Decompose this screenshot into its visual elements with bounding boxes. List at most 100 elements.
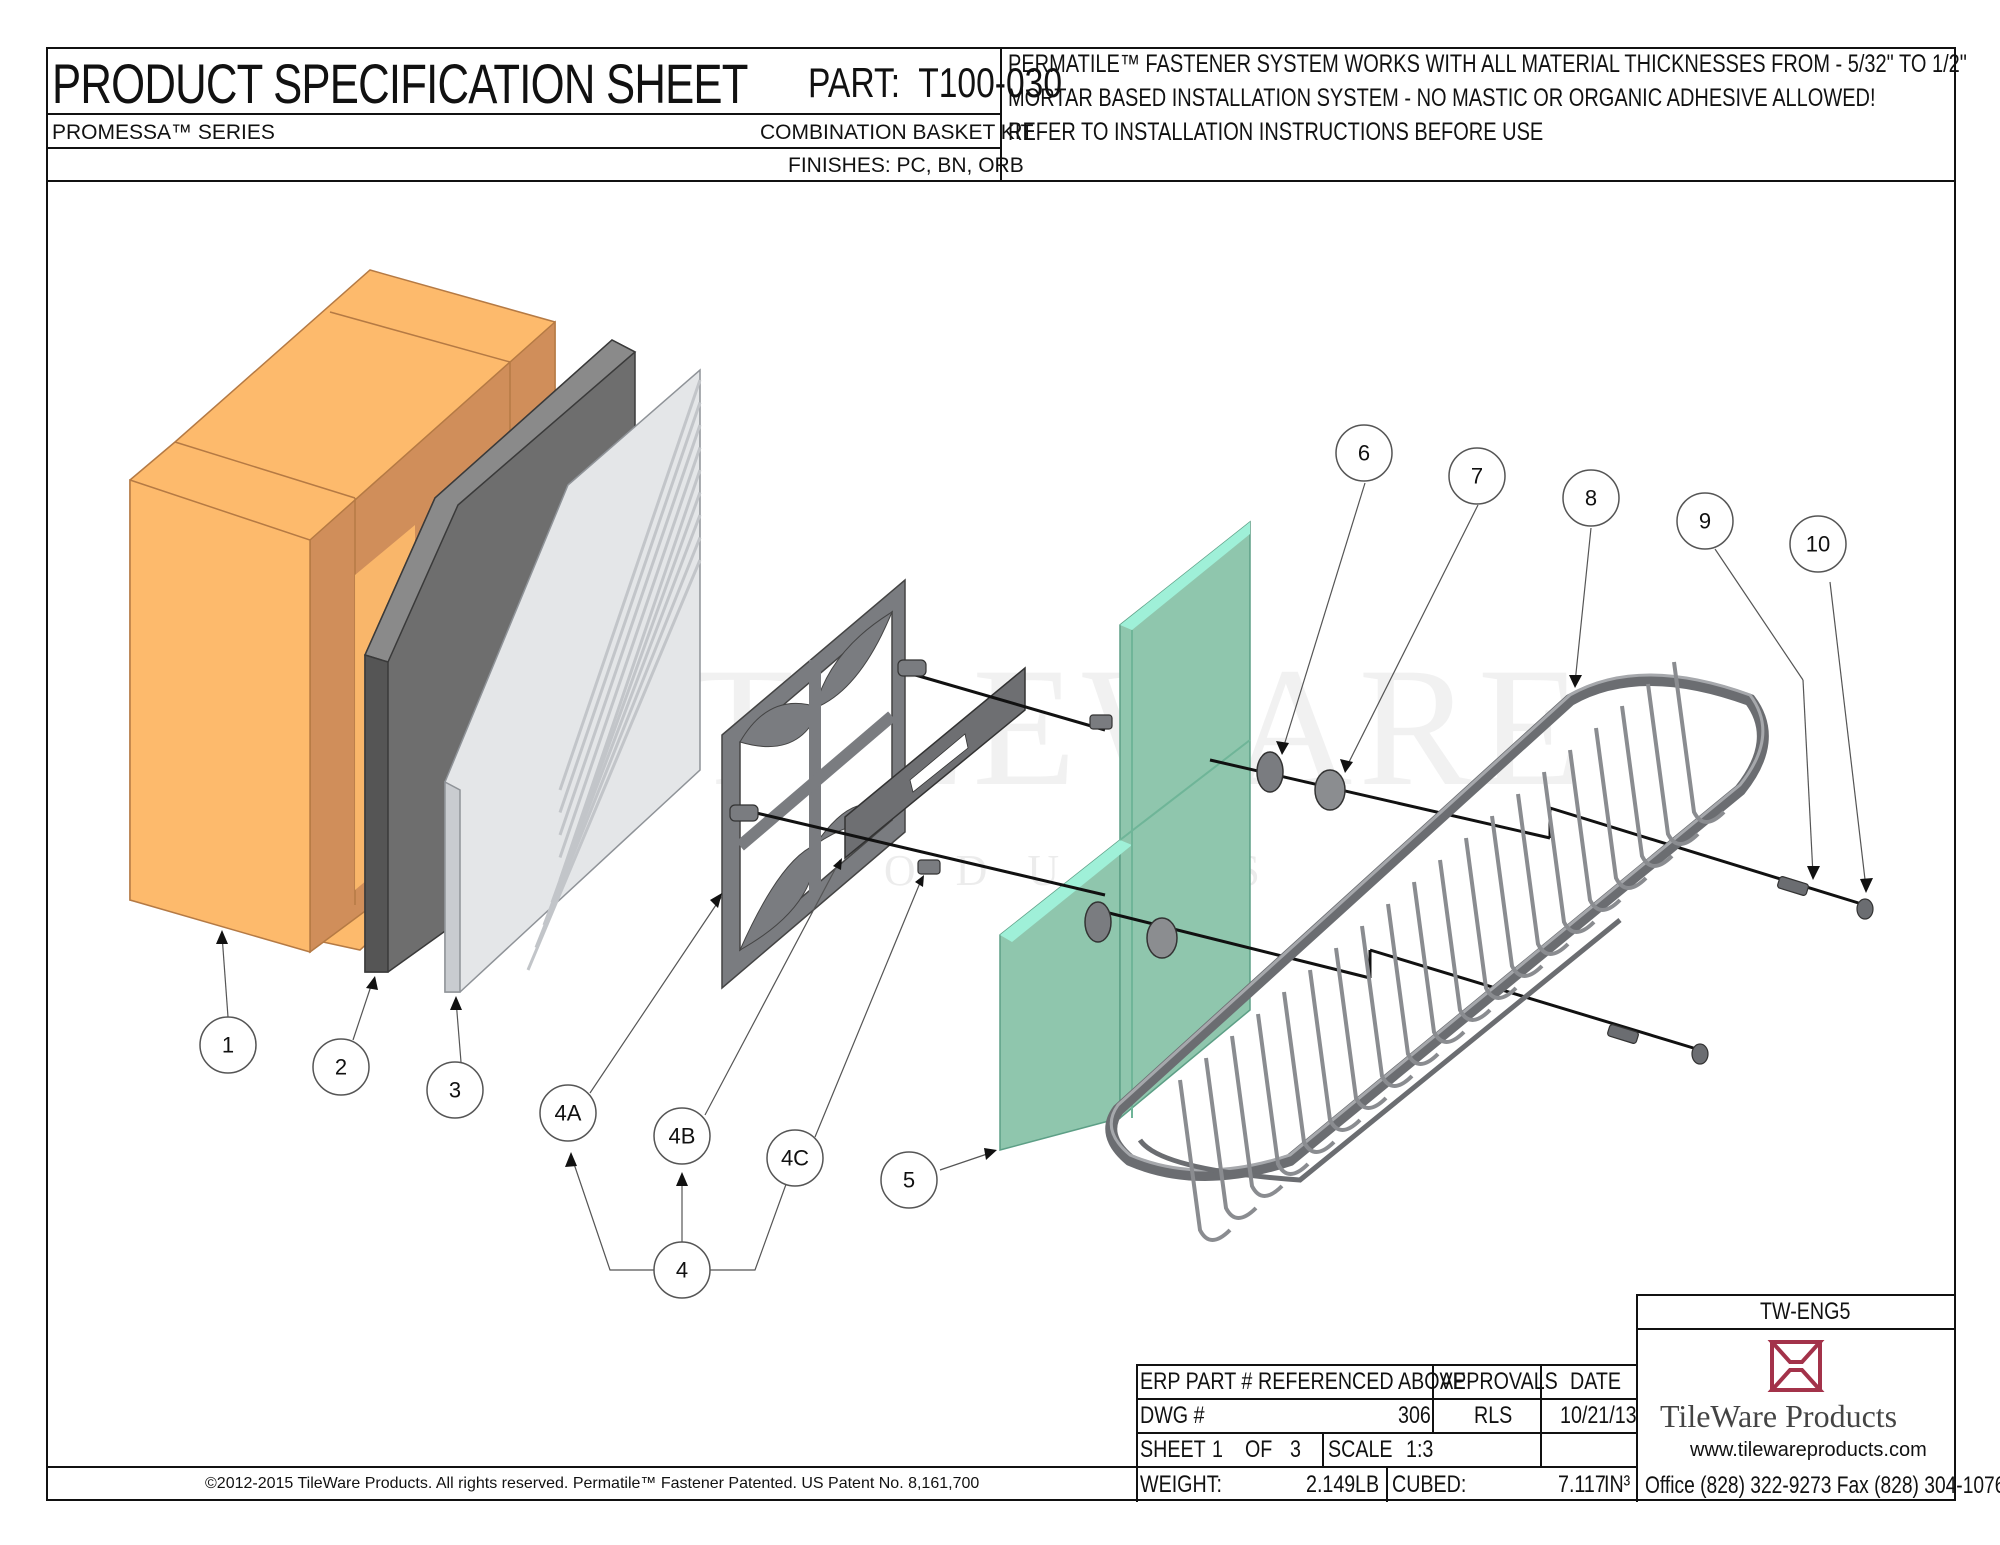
membrane-rib xyxy=(534,536,702,949)
membrane-rib xyxy=(558,424,702,836)
product-name: COMBINATION BASKET KIT xyxy=(760,121,1034,144)
part-9-screw xyxy=(1607,876,1809,1044)
membrane-rib xyxy=(558,447,702,858)
basket-wire xyxy=(1334,947,1388,1110)
company-contact: Office (828) 322-9273 Fax (828) 304-1076 xyxy=(1645,1472,2000,1499)
cubed-value: 7.117 xyxy=(1558,1471,1606,1498)
basket-wire xyxy=(1308,969,1362,1132)
erp-label: ERP PART # xyxy=(1140,1368,1253,1395)
series-name: PROMESSA™ SERIES xyxy=(52,121,275,144)
callout-8: 8 xyxy=(1562,469,1620,527)
callout-2: 2 xyxy=(312,1038,370,1096)
svg-text:1: 1 xyxy=(222,1033,234,1058)
callout-leaders xyxy=(221,482,1867,1271)
table-col-rule-3 xyxy=(1322,1432,1324,1468)
basket-wire xyxy=(1516,793,1570,956)
part-4c-studs xyxy=(729,659,1113,875)
svg-text:3: 3 xyxy=(449,1078,461,1103)
finishes: FINISHES: PC, BN, ORB xyxy=(788,154,1024,177)
svg-text:4B: 4B xyxy=(669,1124,696,1149)
sheet-label: SHEET xyxy=(1140,1436,1206,1463)
basket-wire xyxy=(1178,1079,1232,1242)
weight-label: WEIGHT: xyxy=(1140,1471,1222,1498)
membrane-rib xyxy=(526,559,702,971)
date-label: DATE xyxy=(1570,1368,1622,1395)
svg-text:8: 8 xyxy=(1585,486,1597,511)
callout-1: 1 xyxy=(199,1016,257,1074)
membrane-ribs xyxy=(526,379,702,971)
basket-wire xyxy=(1438,859,1492,1022)
callout-5: 5 xyxy=(880,1151,938,1209)
erp-value: REFERENCED ABOVE xyxy=(1258,1368,1466,1395)
callout-bubbles: 1 2 3 4A 4B 4C 4 5 6 7 8 9 10 xyxy=(199,424,1847,1299)
basket-wire xyxy=(1230,1035,1284,1198)
membrane-rib xyxy=(558,402,702,813)
part-10-cap xyxy=(1691,898,1874,1065)
part-7-nut xyxy=(1146,769,1346,959)
basket-wire xyxy=(1386,903,1440,1066)
company-url: www.tilewareproducts.com xyxy=(1690,1439,1927,1461)
table-col-rule-2 xyxy=(1540,1364,1542,1468)
basket-wire xyxy=(1464,837,1518,1000)
table-col-rule-1 xyxy=(1432,1364,1434,1434)
basket-wire xyxy=(1568,749,1622,912)
part-5-glass-tile xyxy=(999,520,1251,1151)
basket-wire xyxy=(1620,705,1674,868)
callout-6: 6 xyxy=(1335,424,1393,482)
note-1: PERMATILE™ FASTENER SYSTEM WORKS WITH AL… xyxy=(1008,50,1967,78)
part-value: T100-030 xyxy=(918,59,1063,106)
table-row-rule-2 xyxy=(1136,1432,1636,1434)
table-row-rule-1 xyxy=(1136,1398,1636,1400)
table-top-rule xyxy=(1136,1364,1636,1366)
basket-wire xyxy=(1282,991,1336,1154)
basket-wire xyxy=(1360,925,1414,1088)
svg-text:4: 4 xyxy=(676,1258,688,1283)
part-3-membrane xyxy=(444,368,701,993)
header-rule-2 xyxy=(46,147,1000,149)
basket-wire xyxy=(1256,1013,1310,1176)
membrane-rib xyxy=(550,491,702,904)
note-2: MORTAR BASED INSTALLATION SYSTEM - NO MA… xyxy=(1008,84,1876,112)
cubed-unit: IN³ xyxy=(1604,1471,1631,1498)
basket-wire xyxy=(1412,881,1466,1044)
note-3: REFER TO INSTALLATION INSTRUCTIONS BEFOR… xyxy=(1008,118,1544,146)
svg-text:2: 2 xyxy=(335,1055,347,1080)
membrane-rib xyxy=(542,514,702,926)
part-number: PART: T100-030 xyxy=(808,62,1062,104)
part-label: PART: xyxy=(808,59,901,106)
header-bottom-rule xyxy=(46,180,1956,182)
callout-7: 7 xyxy=(1448,447,1506,505)
doc-code: TW-ENG5 xyxy=(1760,1298,1851,1325)
membrane-rib xyxy=(558,379,702,791)
part-8-wire-basket xyxy=(1105,673,1769,1183)
svg-text:5: 5 xyxy=(903,1168,915,1193)
title-block-left-edge xyxy=(1636,1294,1638,1502)
doc-code-rule xyxy=(1636,1328,1956,1330)
page-title: PRODUCT SPECIFICATION SHEET xyxy=(52,52,748,115)
table-col-rule-4 xyxy=(1386,1466,1388,1502)
scale-label: SCALE xyxy=(1328,1436,1393,1463)
header-rule-1 xyxy=(46,113,1000,115)
part-6-flange xyxy=(1084,751,1284,943)
sheet-of-label: OF xyxy=(1245,1436,1273,1463)
approvals-value: RLS xyxy=(1474,1402,1513,1429)
cubed-label: CUBED: xyxy=(1392,1471,1467,1498)
dwg-value: 306 xyxy=(1398,1402,1431,1429)
title-block-top-rule xyxy=(1636,1294,1956,1296)
basket-wire xyxy=(1542,771,1596,934)
scale-value: 1:3 xyxy=(1406,1436,1434,1463)
footer-rule xyxy=(46,1466,1136,1468)
sheet-total: 3 xyxy=(1290,1436,1301,1463)
svg-text:9: 9 xyxy=(1699,509,1711,534)
basket-wire xyxy=(1204,1057,1258,1220)
date-value: 10/21/13 xyxy=(1560,1402,1637,1429)
basket-wire xyxy=(1672,661,1726,824)
dwg-label: DWG # xyxy=(1140,1402,1205,1429)
part-4b-label-plate xyxy=(844,666,1026,860)
basket-wire xyxy=(1594,727,1648,890)
basket-wires xyxy=(1178,661,1726,1242)
callout-4: 4 xyxy=(653,1241,711,1299)
callout-4b: 4B xyxy=(653,1107,711,1165)
weight-unit: LB xyxy=(1355,1471,1380,1498)
